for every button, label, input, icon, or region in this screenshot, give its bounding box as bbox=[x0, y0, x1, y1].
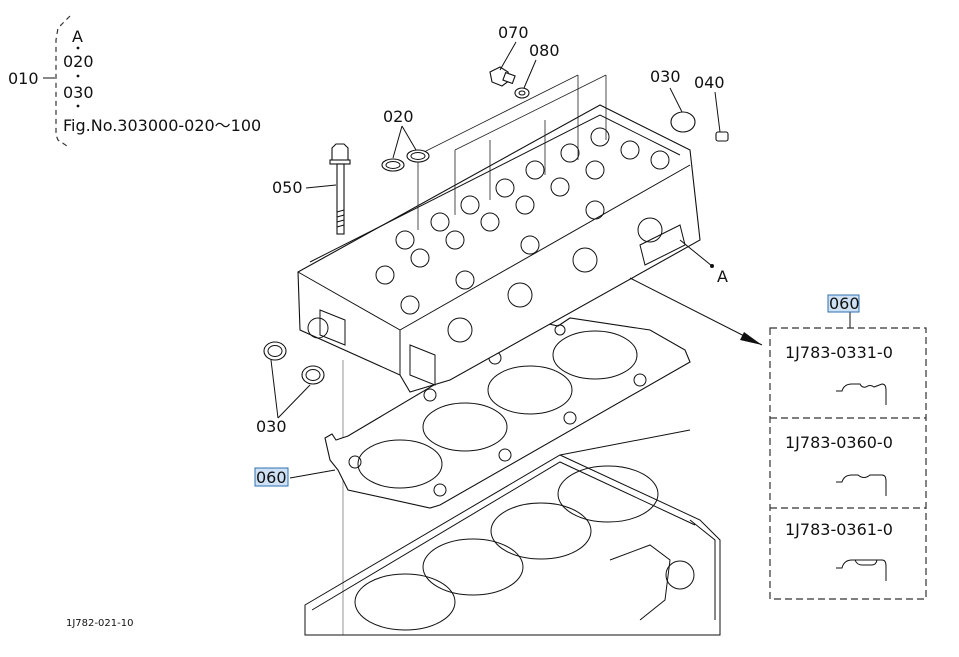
callout-050[interactable]: 050 bbox=[272, 178, 303, 197]
callout-040[interactable]: 040 bbox=[694, 73, 725, 92]
bolt-050[interactable] bbox=[329, 143, 351, 235]
engine-block-illustration bbox=[304, 360, 721, 636]
assembly-group-bracket: 010 A 020 030 Fig.No.303000-020～100 bbox=[8, 15, 261, 149]
option-part-number[interactable]: 1J783-0331-0 bbox=[785, 343, 893, 362]
assembly-item-a: A bbox=[72, 27, 83, 46]
assembly-item-020[interactable]: 020 bbox=[63, 52, 94, 71]
callout-080[interactable]: 080 bbox=[529, 41, 560, 60]
callout-060-highlight bbox=[254, 467, 289, 487]
gasket-profile-flat-notch-icon bbox=[836, 559, 887, 581]
gasket-option-2[interactable]: 1J783-0360-0 bbox=[785, 433, 893, 496]
screw-040[interactable] bbox=[715, 131, 729, 142]
assembly-figure-reference[interactable]: Fig.No.303000-020～100 bbox=[63, 116, 261, 135]
seal-020[interactable] bbox=[381, 149, 430, 172]
leader-lines bbox=[270, 41, 851, 479]
point-a-marker bbox=[710, 264, 714, 268]
detail-arrow bbox=[629, 277, 763, 346]
washer-080[interactable] bbox=[514, 87, 530, 99]
assembly-item-030[interactable]: 030 bbox=[63, 83, 94, 102]
callout-070[interactable]: 070 bbox=[498, 23, 529, 42]
option-part-number[interactable]: 1J783-0361-0 bbox=[785, 520, 893, 539]
assembly-ref-label[interactable]: 010 bbox=[8, 69, 39, 88]
option-part-number[interactable]: 1J783-0360-0 bbox=[785, 433, 893, 452]
gasket-option-3[interactable]: 1J783-0361-0 bbox=[785, 520, 893, 581]
figure-code: 1J782-021-10 bbox=[66, 618, 133, 629]
plug-070[interactable] bbox=[489, 66, 516, 87]
gasket-profile-single-notch-icon bbox=[836, 474, 887, 496]
options-ref-label[interactable]: 060 bbox=[829, 294, 860, 313]
callout-060-left[interactable]: 060 bbox=[256, 468, 287, 487]
gasket-profile-two-notch-icon bbox=[836, 383, 887, 405]
gasket-options-panel: 060 1J783-0331-0 1J783-0360-0 1J783-0361… bbox=[769, 294, 927, 600]
cylinder-head-gasket[interactable] bbox=[324, 317, 691, 509]
gasket-option-1[interactable]: 1J783-0331-0 bbox=[785, 343, 893, 405]
callout-030-bottom[interactable]: 030 bbox=[256, 417, 287, 436]
callout-020[interactable]: 020 bbox=[383, 107, 414, 126]
point-a-label: A bbox=[717, 267, 728, 286]
callout-030-top[interactable]: 030 bbox=[650, 67, 681, 86]
seal-030-bottom[interactable] bbox=[263, 341, 325, 385]
options-ref-highlight bbox=[827, 294, 860, 313]
cylinder-head[interactable] bbox=[297, 74, 701, 393]
plug-030-top[interactable] bbox=[670, 111, 696, 133]
